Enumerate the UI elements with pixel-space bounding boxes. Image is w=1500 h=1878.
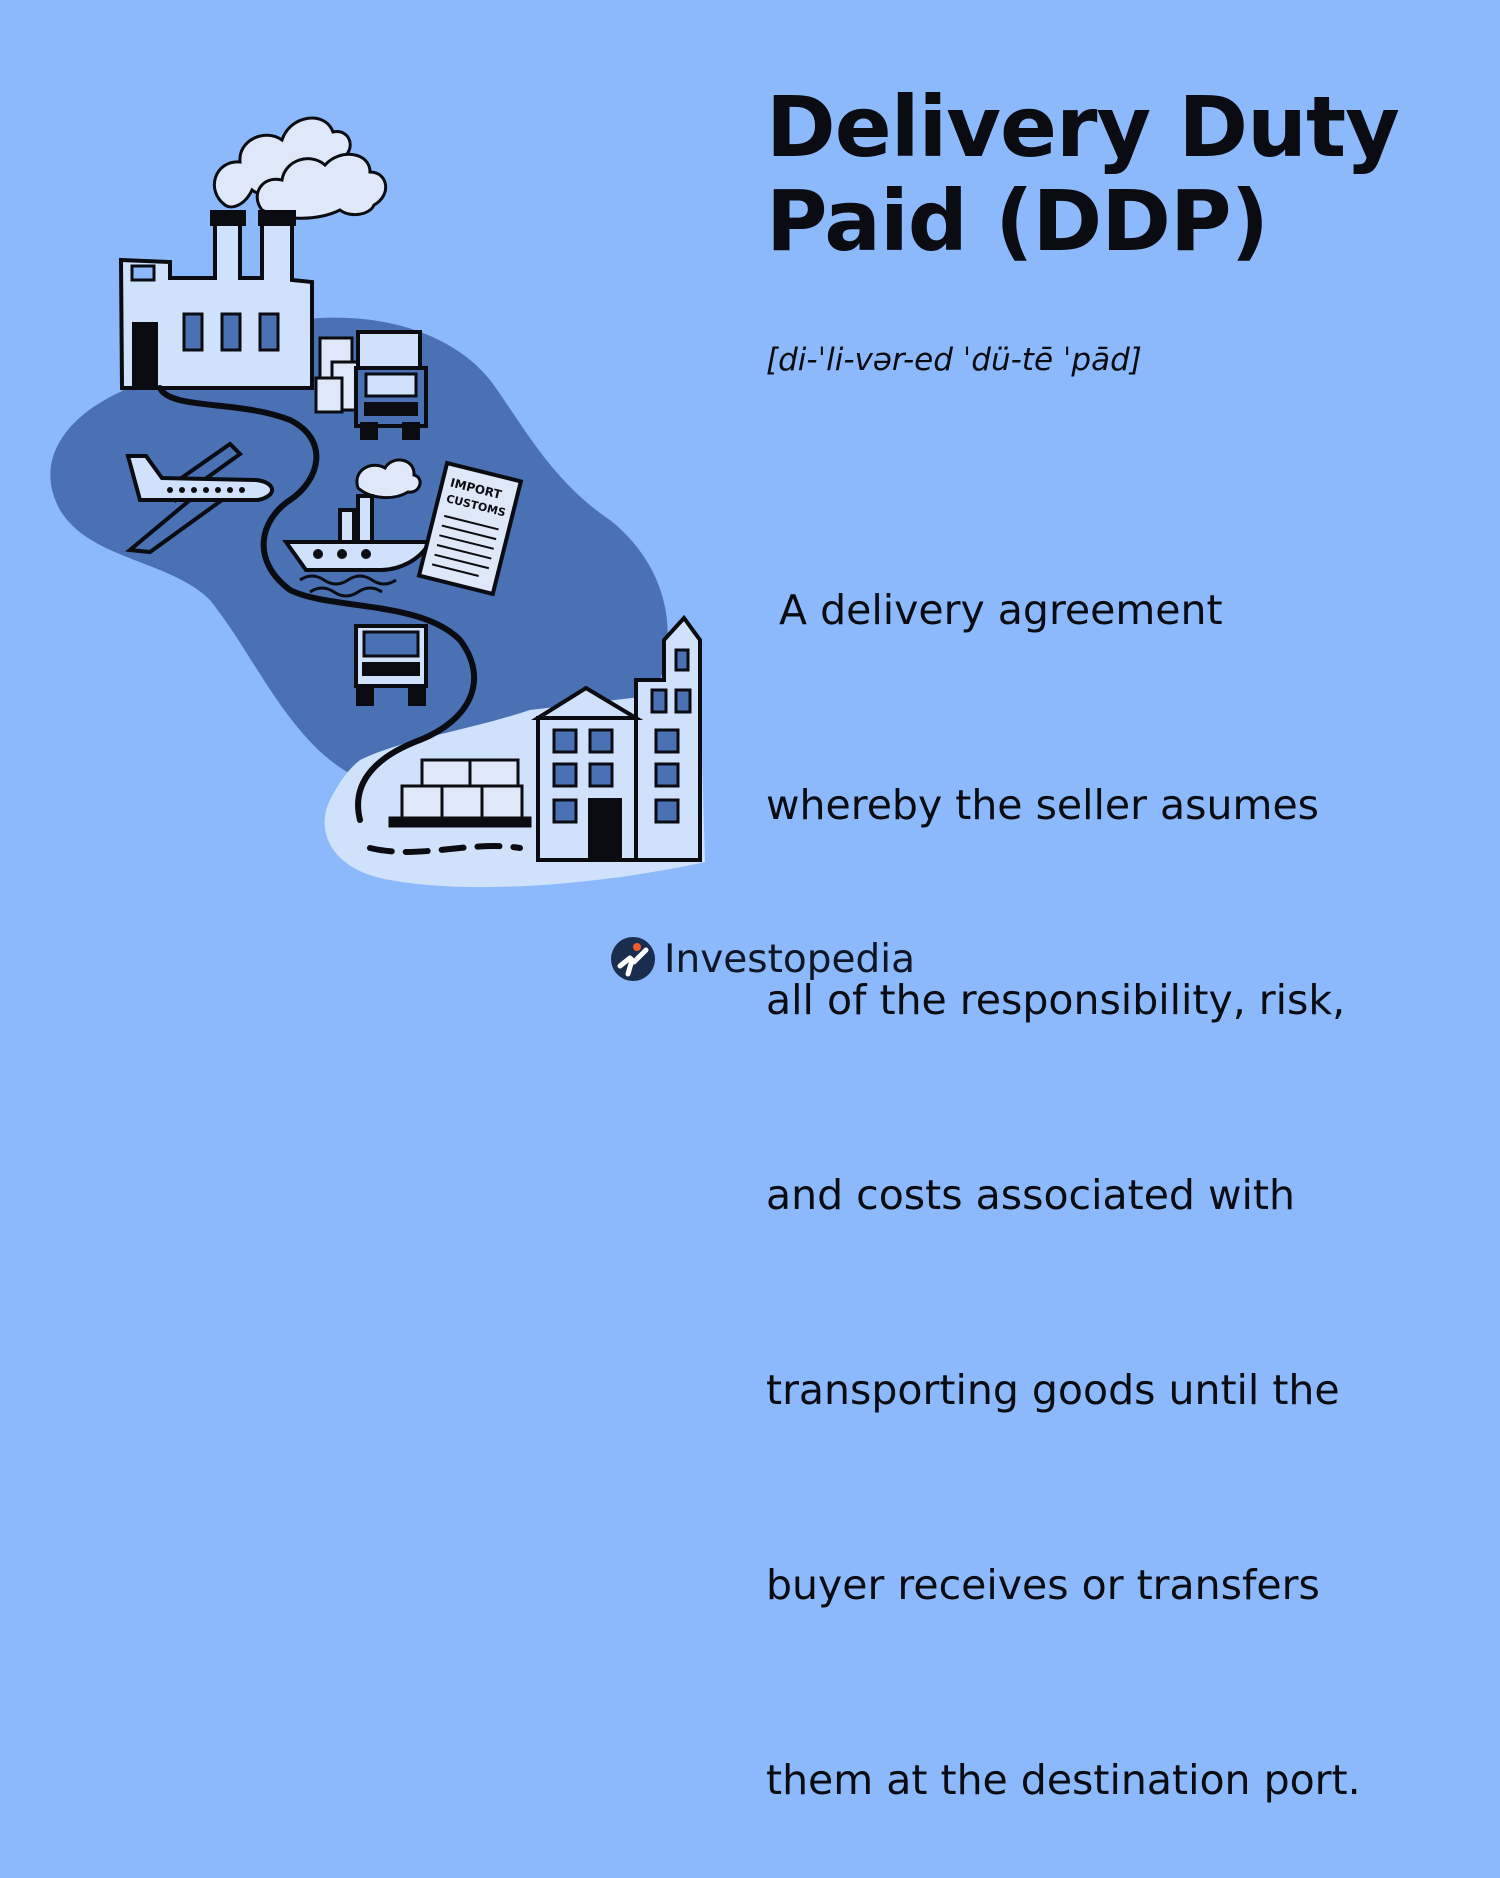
definition: A delivery agreement whereby the seller … [766,448,1486,1878]
pronunciation: [di-ˈli-vər-ed ˈdü-tē ˈpād] [766,342,1142,378]
smoke-icon [212,116,387,220]
boxes-icon [388,758,532,828]
definition-line: buyer receives or transfers [766,1561,1320,1609]
factory-icon [118,210,314,390]
investopedia-logo-icon [611,937,655,981]
airplane-icon [125,441,274,555]
definition-line: A delivery agreement [766,586,1223,634]
truck-icon [354,330,428,440]
definition-line: whereby the seller asumes [766,781,1320,829]
supply-chain-illustration: IMPORT CUSTOMS [50,116,705,888]
page-title: Delivery Duty Paid (DDP) [766,80,1486,268]
warehouse-building-icon [531,614,702,862]
definition-line: transporting goods until the [766,1366,1340,1414]
definition-line: them at the destination port. [766,1756,1361,1804]
route-dashes [367,843,523,855]
investopedia-logo[interactable]: Investopedia [610,932,915,986]
ship-icon [282,458,434,598]
title-line-2: Paid (DDP) [766,172,1269,270]
customs-document-icon: IMPORT CUSTOMS [416,460,524,597]
route-path-icon [157,385,478,823]
title-line-1: Delivery Duty [766,78,1400,176]
truck-icon [354,624,428,706]
definition-line: and costs associated with [766,1171,1295,1219]
brand-name: Investopedia [664,936,916,982]
